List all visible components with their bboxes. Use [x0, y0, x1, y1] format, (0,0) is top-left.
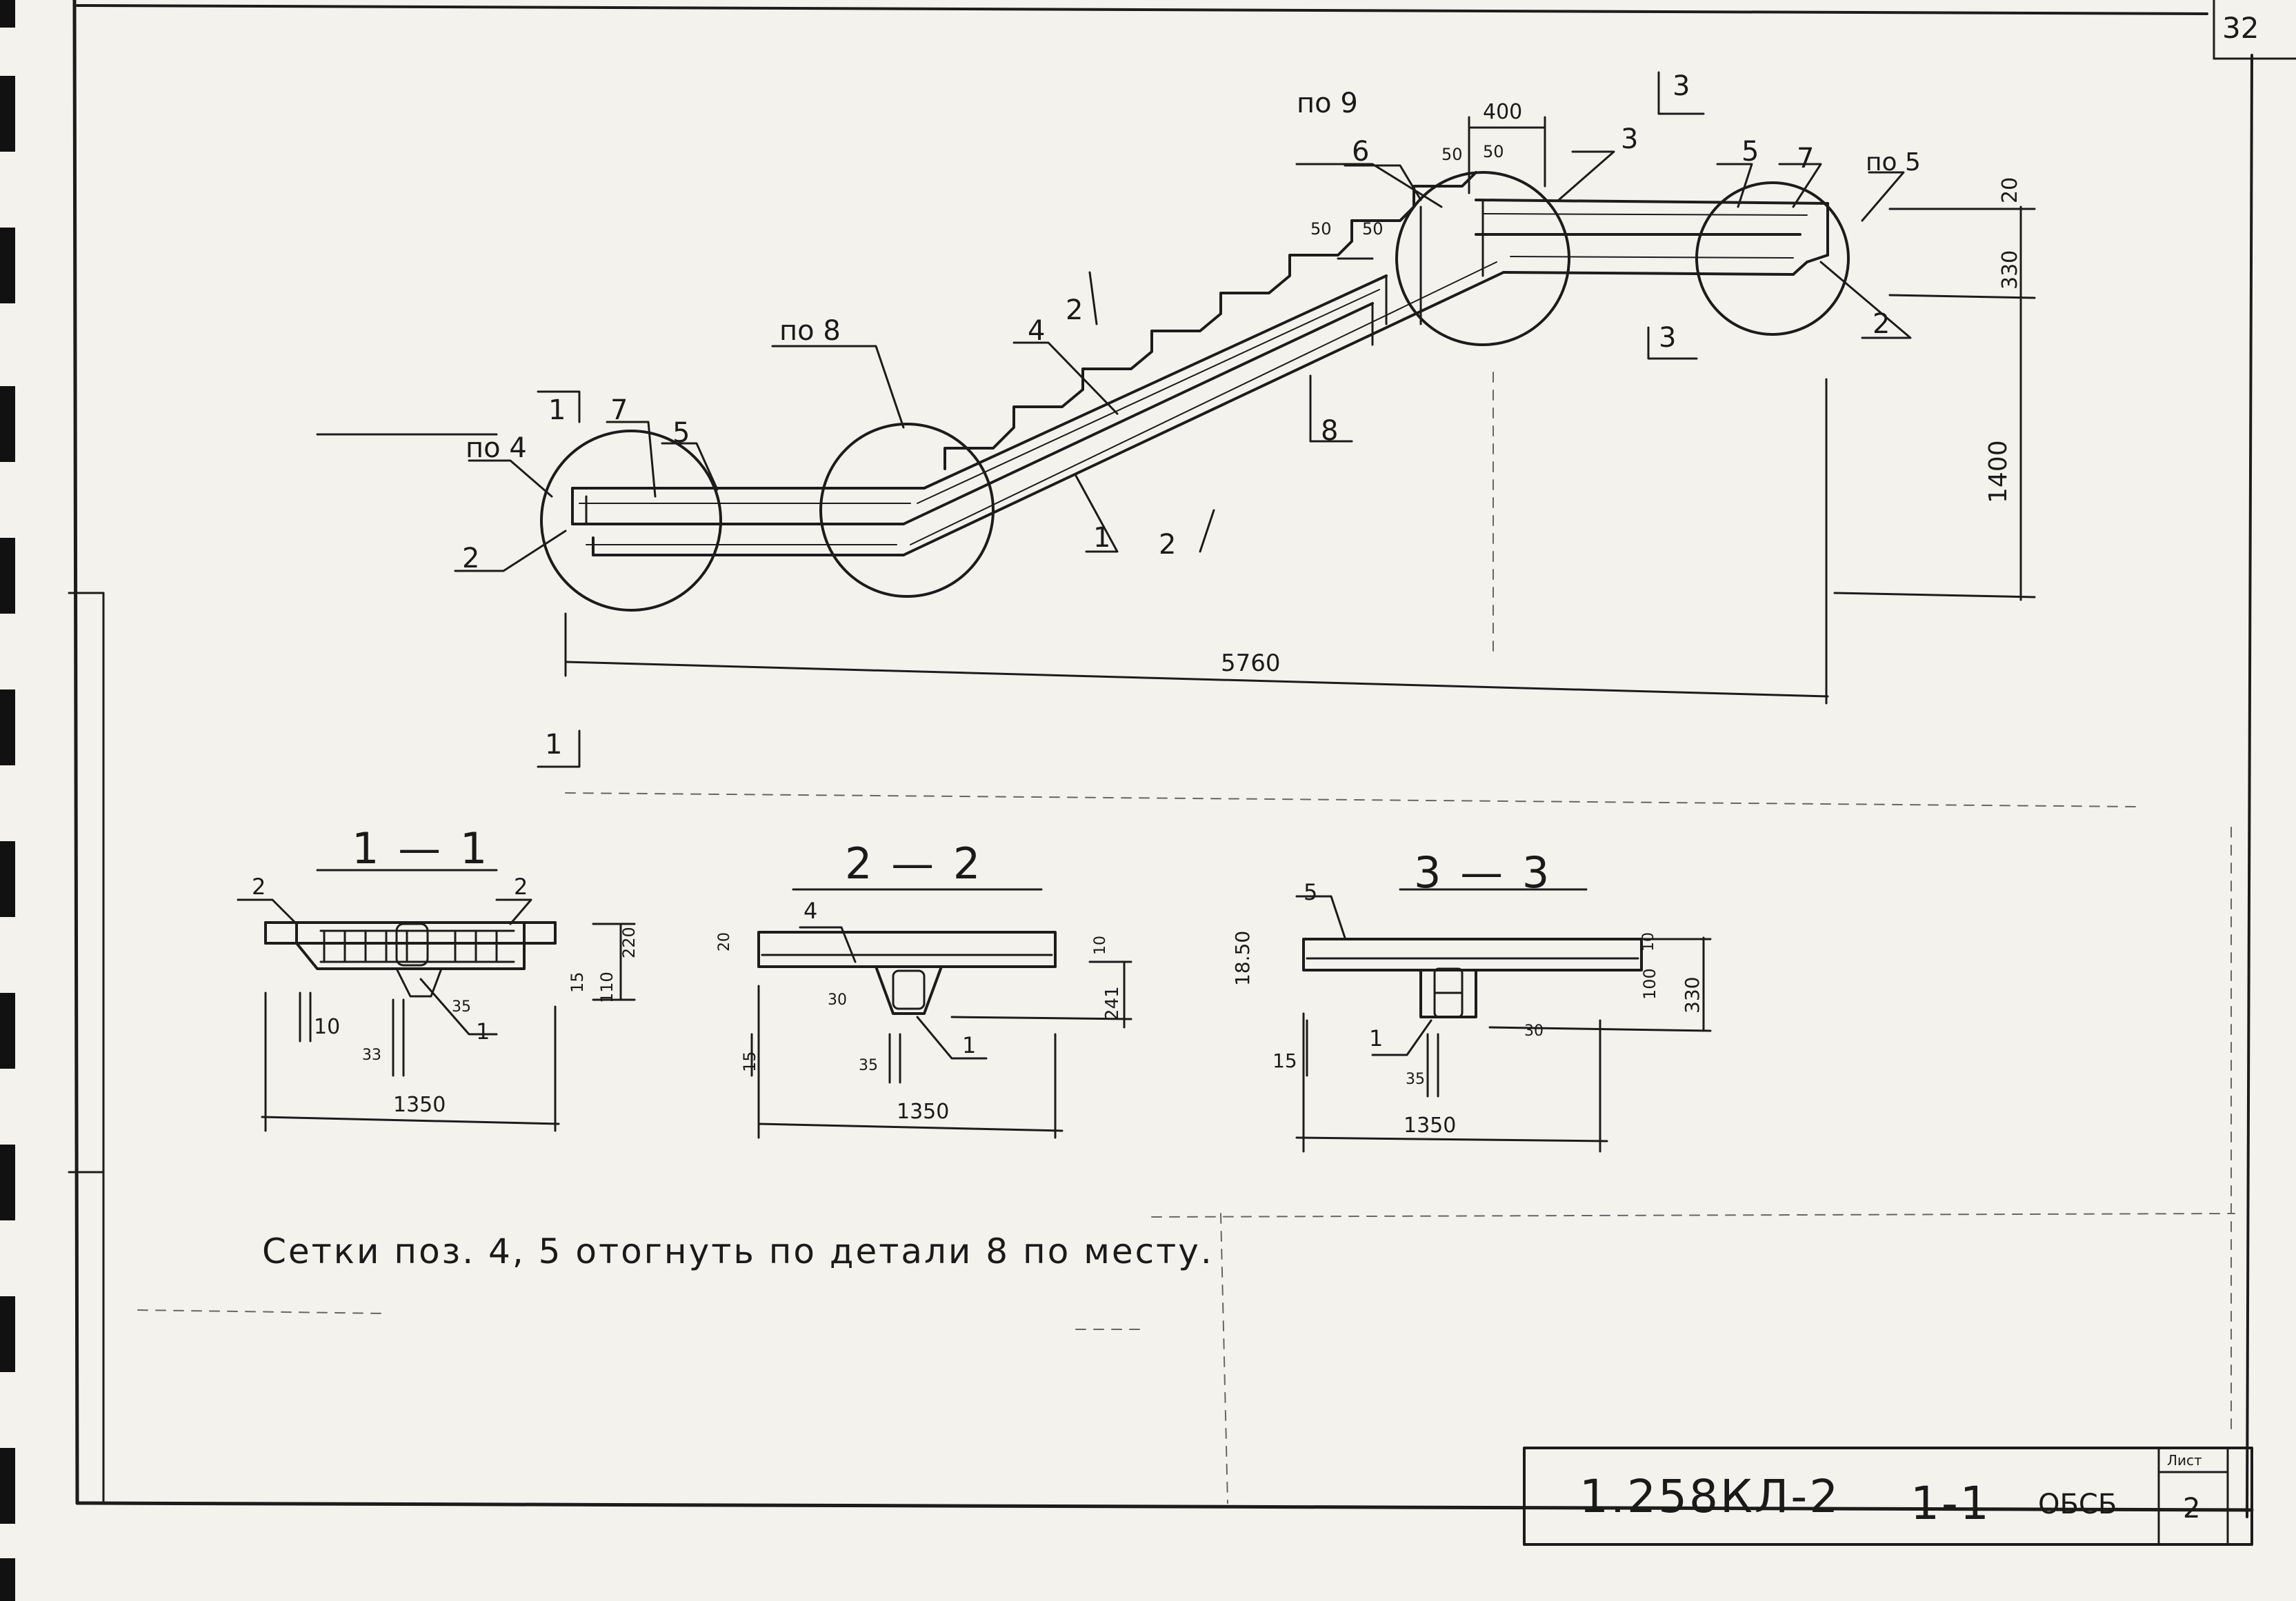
s2-dim-15: 15 — [740, 1051, 759, 1072]
margin-line — [72, 0, 79, 1505]
dim-20: 20 — [1998, 177, 2022, 203]
dim-50-a: 50 — [1441, 145, 1463, 164]
section-1-1 — [237, 433, 636, 1132]
section-mark-1-top: 1 — [548, 394, 566, 426]
section-title-1-1: 1 — 1 — [352, 823, 490, 874]
dim-330: 330 — [1998, 250, 2022, 290]
s1-dim-15: 15 — [568, 971, 587, 993]
s1-width: 1350 — [393, 1093, 446, 1117]
sheet-number: 2 — [2183, 1493, 2201, 1524]
s1-dim-110: 110 — [597, 971, 617, 1003]
s3-dim-330: 330 — [1681, 976, 1704, 1014]
pos-1-main: 1 — [1093, 522, 1111, 554]
s3-dim-15: 15 — [1272, 1049, 1297, 1072]
drawing-type: ОБСБ — [2038, 1489, 2117, 1520]
pos-7-bottom: 7 — [610, 394, 628, 426]
callout-po9: по 9 — [1297, 88, 1358, 119]
s1-dim-220: 220 — [619, 927, 639, 958]
s3-dim-35: 35 — [1406, 1071, 1425, 1088]
main-dimensions — [564, 116, 2036, 705]
s3-width: 1350 — [1404, 1114, 1457, 1138]
pos-7-top: 7 — [1797, 143, 1815, 174]
dim-50-d: 50 — [1362, 219, 1384, 239]
pos-4: 4 — [1028, 315, 1046, 347]
section-3-3 — [1295, 888, 1712, 1153]
pos-2-bottom: 2 — [462, 543, 480, 574]
section-title-3-3: 3 — 3 — [1414, 847, 1553, 898]
s3-dim-1850: 18.50 — [1231, 930, 1254, 986]
corner-sheet-number: 32 — [2222, 11, 2259, 45]
pos-2-top: 2 — [1873, 308, 1890, 340]
section-mark-3-bottom: 3 — [1659, 322, 1677, 354]
s2-width: 1350 — [897, 1100, 950, 1124]
section-mark-1-bottom: 1 — [545, 729, 563, 761]
stair-elevation — [540, 171, 1850, 612]
binding-holes — [0, 0, 15, 1601]
callout-po5: по 5 — [1866, 148, 1921, 177]
s3-dim-100: 100 — [1640, 968, 1659, 1000]
dim-1400: 1400 — [1984, 440, 2013, 503]
s1-dim-35: 35 — [452, 998, 471, 1016]
s2-dim-30: 30 — [828, 991, 847, 1009]
construction-lines — [137, 372, 2235, 1504]
s1-dim-10: 10 — [314, 1015, 341, 1039]
dim-50-b: 50 — [1483, 142, 1504, 161]
s2-pos-1: 1 — [962, 1032, 977, 1058]
s3-dim-10: 10 — [1640, 932, 1657, 951]
pos-8: 8 — [1321, 415, 1339, 447]
section-mark-3-top: 3 — [1673, 70, 1690, 102]
s3-pos-1: 1 — [1369, 1025, 1384, 1051]
s1-pos-1: 1 — [476, 1018, 490, 1045]
dim-50-c: 50 — [1310, 219, 1332, 239]
top-border — [76, 4, 2208, 15]
section-title-2-2: 2 — 2 — [845, 838, 984, 889]
dim-400-top: 400 — [1483, 100, 1523, 124]
s3-pos-5: 5 — [1304, 879, 1318, 905]
title-block — [1523, 1447, 2253, 1546]
pos-6: 6 — [1352, 136, 1370, 168]
pos-5-top: 5 — [1741, 136, 1759, 168]
s2-dim-20: 20 — [716, 932, 733, 951]
s2-pos-4: 4 — [803, 898, 818, 924]
pos-5-bottom: 5 — [672, 417, 690, 449]
section-2-2 — [750, 888, 1132, 1139]
section-mark-2-top: 2 — [1066, 294, 1084, 326]
s2-dim-35: 35 — [859, 1057, 878, 1074]
s1-dim-33: 33 — [362, 1047, 381, 1064]
main-leaders — [454, 71, 1912, 768]
dim-overall-5760: 5760 — [1221, 650, 1281, 677]
drawing-mark: 1-1 — [1910, 1477, 1991, 1530]
bottom-border — [75, 1501, 2254, 1512]
callout-po4: по 4 — [466, 432, 527, 464]
callout-po8: по 8 — [779, 315, 841, 347]
document-code: 1.258КЛ-2 — [1579, 1470, 1841, 1523]
right-border — [2246, 54, 2253, 1518]
general-note: Сетки поз. 4, 5 отогнуть по детали 8 по … — [262, 1231, 1214, 1271]
s2-dim-241: 241 — [1102, 986, 1123, 1020]
s1-pos-2-left: 2 — [252, 874, 266, 900]
s3-dim-30: 30 — [1524, 1023, 1544, 1040]
section-mark-2-bottom: 2 — [1159, 529, 1177, 561]
s2-dim-10: 10 — [1092, 936, 1109, 955]
sheet-label: Лист — [2167, 1452, 2202, 1469]
s1-pos-2-right: 2 — [514, 874, 528, 900]
pos-3: 3 — [1621, 123, 1639, 155]
